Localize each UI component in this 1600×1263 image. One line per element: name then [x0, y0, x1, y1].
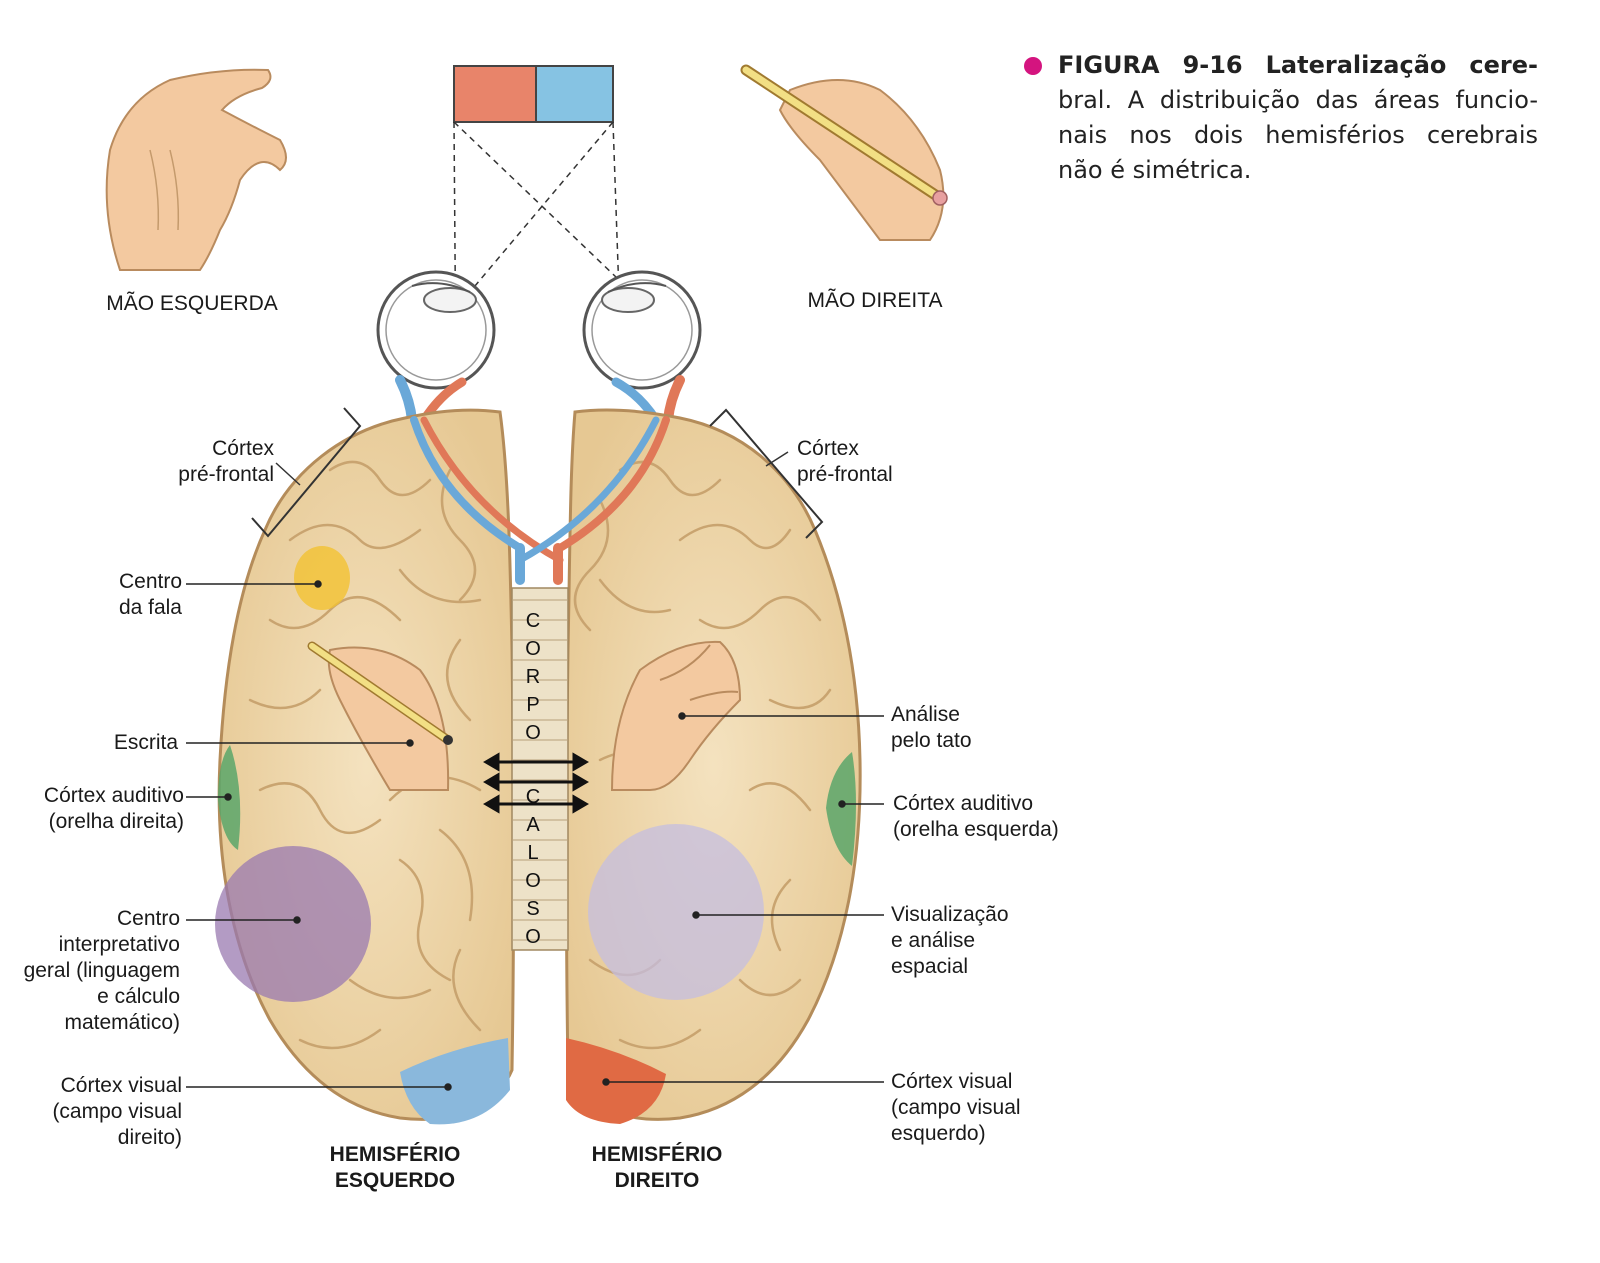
caption-line: bral. A distribuição das áreas funcio- [1058, 86, 1538, 114]
cc-letter: P [526, 694, 540, 716]
prefrontal-cortex-left-label: Córtex pré-frontal [178, 437, 274, 486]
cc-letter: A [526, 814, 540, 836]
writing-label: Escrita [113, 731, 178, 754]
writing-hand-icon [307, 641, 453, 791]
auditory-cortex-right-area [826, 752, 856, 866]
auditory-cortex-right-label: Córtex auditivo (orelha esquerda) [893, 792, 1059, 841]
left-hemisphere-label: HEMISFÉRIO ESQUERDO [329, 1143, 461, 1192]
visual-field-right-half [535, 65, 614, 123]
cc-letter: C [525, 610, 541, 632]
spatial-analysis-label: Visualização e análise espacial [891, 903, 1009, 978]
label-leader-lines [186, 580, 884, 1091]
brain-gyri-left [248, 460, 482, 1050]
prefrontal-bracket-right [709, 408, 824, 539]
touch-hand-icon [610, 640, 742, 791]
corpus-callosum [511, 587, 569, 951]
brain-gyri-right [573, 460, 832, 1050]
left-hemisphere [217, 408, 515, 1121]
visual-cortex-left-area [400, 1038, 510, 1125]
spatial-analysis-area [588, 824, 764, 1000]
visual-cortex-right-area [566, 1038, 666, 1124]
interpretive-center-area [215, 846, 371, 1002]
prefrontal-leader-left [275, 462, 301, 486]
speech-center-area [294, 546, 350, 610]
right-hand-label: MÃO DIREITA [807, 289, 943, 312]
speech-center-label: Centro da fala [118, 570, 182, 619]
cc-letter: R [525, 666, 541, 688]
right-hemisphere-label: HEMISFÉRIO DIREITO [591, 1143, 723, 1192]
caption-bullet-icon [1024, 57, 1042, 75]
right-hand-icon [740, 64, 948, 241]
visual-cortex-left-label: Córtex visual (campo visual direito) [52, 1074, 182, 1149]
touch-analysis-label: Análise pelo tato [891, 703, 972, 752]
cc-letter: C [525, 786, 541, 808]
caption-line: FIGURA 9-16 Lateralização cere- [1058, 51, 1538, 79]
cc-letter: O [525, 638, 541, 660]
prefrontal-bracket-left [251, 407, 362, 538]
callosal-arrows [483, 752, 589, 814]
auditory-cortex-left-label: Córtex auditivo (orelha direita) [43, 784, 184, 833]
figure-caption: FIGURA 9-16 Lateralização cere- bral. A … [1024, 48, 1538, 188]
cc-letter: S [526, 898, 540, 920]
optic-chiasm [410, 416, 670, 585]
cc-letter: O [525, 722, 541, 744]
caption-line: não é simétrica. [1058, 156, 1252, 184]
corpus-callosum-ridges [512, 599, 568, 941]
cc-letter: O [525, 926, 541, 948]
right-eye [582, 270, 702, 390]
left-eye [376, 270, 496, 390]
visual-field-left-half [453, 65, 537, 123]
left-hand-icon [105, 68, 287, 271]
prefrontal-cortex-right-label: Córtex pré-frontal [797, 437, 893, 486]
visual-cortex-right-label: Córtex visual (campo visual esquerdo) [891, 1070, 1021, 1145]
prefrontal-leader-right [765, 451, 789, 467]
caption-line: nais nos dois hemisférios cerebrais [1058, 121, 1538, 149]
cc-letter: L [527, 842, 539, 864]
left-hand-label: MÃO ESQUERDA [106, 292, 278, 315]
interpretive-center-label: Centro interpretativo geral (linguagem e… [23, 907, 180, 1034]
cc-letter: O [525, 870, 541, 892]
